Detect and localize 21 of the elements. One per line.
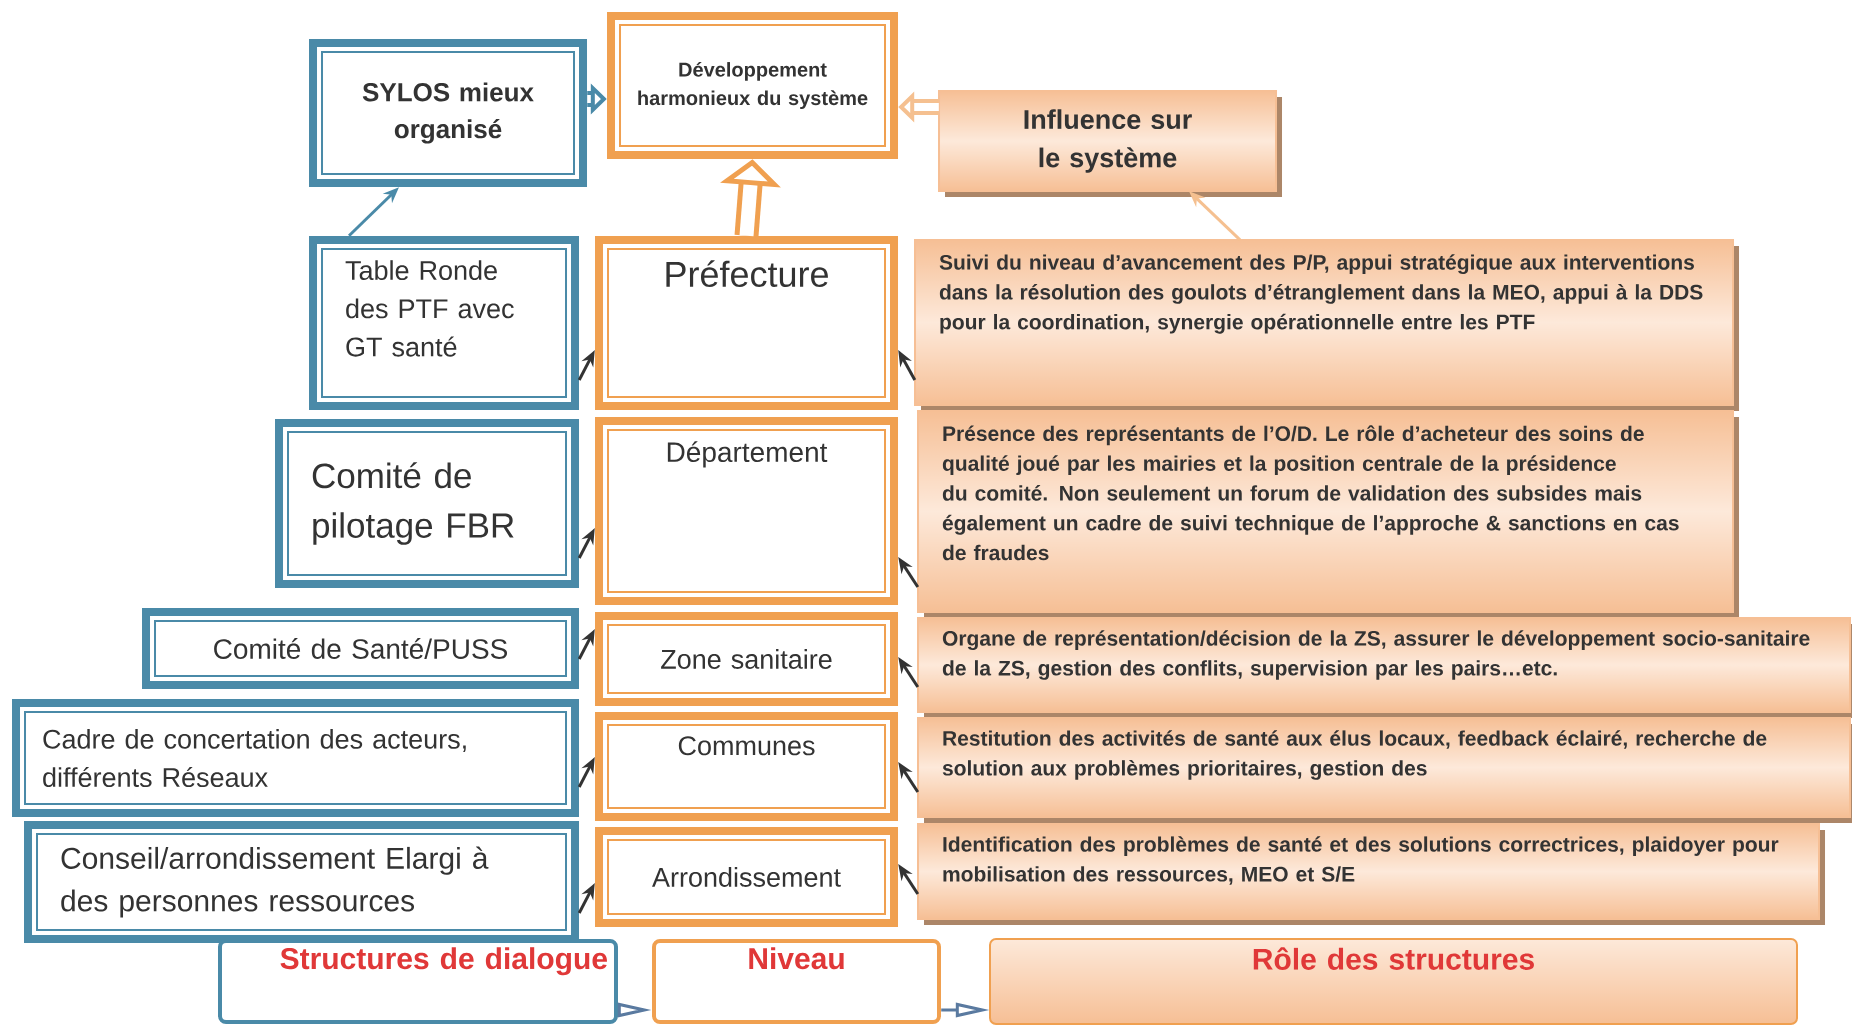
column-header-box: Structures de dialogue [218,939,618,1024]
role-box: Restitution des activités de santé aux élus locaux, feedback éclairé, recherche de solution aux problèmes prioritaires, gestion des [917,717,1852,823]
column-header-box: Rôle des structures [989,938,1798,1025]
structure-box: Comité de pilotage FBR [275,419,579,588]
role-box: Influence sur le système [938,90,1282,197]
level-box: Arrondissement [595,827,898,927]
level-box: Communes [595,712,898,821]
role-box: Suivi du niveau d’avancement des P/P, appui stratégique aux interventions dans la résolution des goulots d’étranglement dans la MEO, appui à la DDS pour la coordination, synergie opérationnelle entre les PTF [914,239,1739,411]
role-box: Présence des représentants de l’O/D. Le rôle d’acheteur des soins de qualité joué par les mairies et la position centrale de la présidence du comité. Non seulement un forum de validation des subsides mais également un cadre de suivi technique de l’approche & sanctions en cas de fraudes [917,410,1739,618]
level-box: Développement harmonieux du système [607,12,898,159]
role-box: Organe de représentation/décision de la ZS, assurer le développement socio-sanitaire de la ZS, gestion des conflits, supervision par les pairs…etc. [917,617,1852,718]
structure-box: SYLOS mieux organisé [309,39,587,187]
structure-box: Conseil/arrondissement Elargi à des personnes ressources [24,821,579,943]
structure-box: Table Ronde des PTF avec GT santé [309,236,579,410]
column-header-box: Niveau [652,939,941,1024]
level-box: Département [595,417,898,605]
level-box: Zone sanitaire [595,612,898,706]
level-box: Préfecture [595,236,898,410]
structure-box: Comité de Santé/PUSS [142,608,579,689]
structure-box: Cadre de concertation des acteurs, différents Réseaux [12,699,579,817]
role-box: Identification des problèmes de santé et des solutions correctrices, plaidoyer pour mobilisation des ressources, MEO et S/E [917,823,1825,925]
